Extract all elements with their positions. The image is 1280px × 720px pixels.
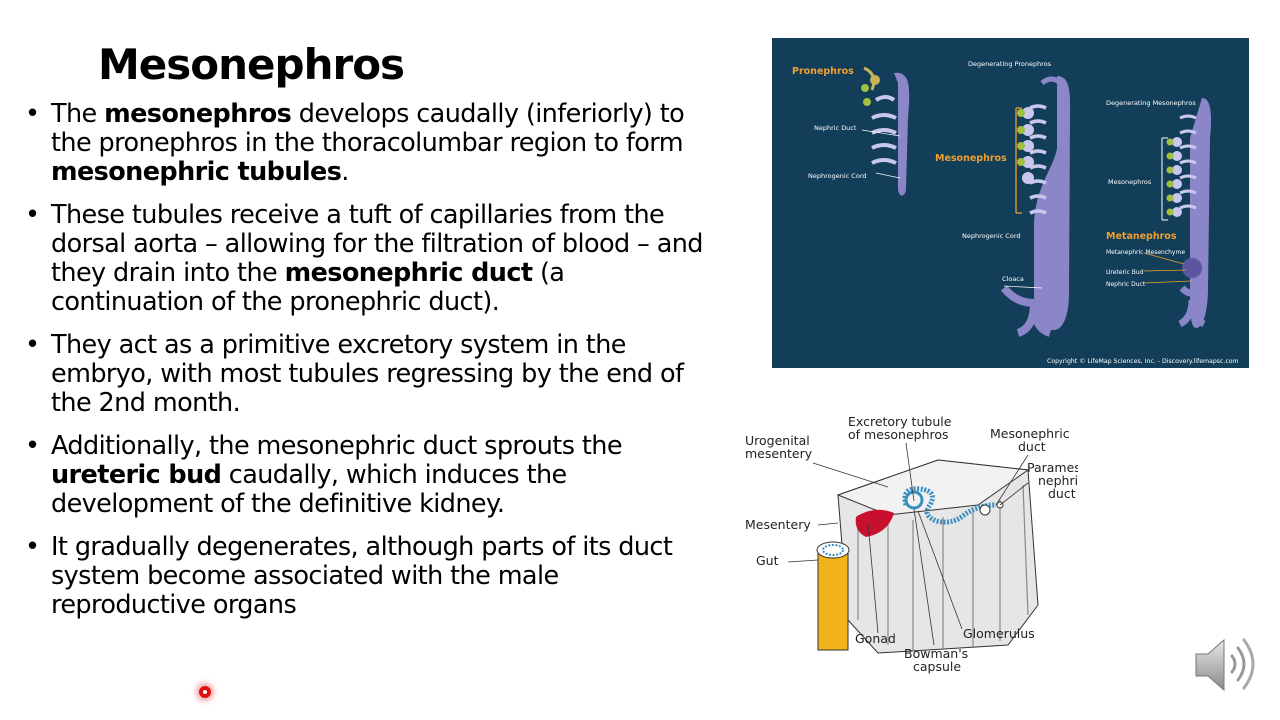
- label-parameso-3: duct: [1048, 486, 1076, 501]
- label-mesonephros-small: Mesonephros: [1108, 178, 1152, 186]
- label-parameso-2: nephric: [1038, 473, 1078, 488]
- bullet-text: They act as a primitive excretory system…: [51, 330, 684, 418]
- bold-term: mesonephros: [104, 99, 292, 129]
- bullet-text: Additionally, the mesonephric duct sprou…: [51, 431, 623, 461]
- pronephros-stage: [861, 66, 910, 196]
- label-mesonephric-duct-2: duct: [1018, 439, 1046, 454]
- figure-copyright: Copyright © LifeMap Sciences, Inc. - Dis…: [1047, 357, 1239, 365]
- label-degenerating-pronephros: Degenerating Pronephros: [968, 60, 1052, 68]
- label-excretory-tubule-2: of mesonephros: [848, 427, 949, 442]
- mesonephros-stage: [1000, 76, 1071, 337]
- bullet-item: These tubules receive a tuft of capillar…: [24, 201, 714, 317]
- label-mesentery: Mesentery: [745, 517, 811, 532]
- bullet-text: (a continuation of the pronephric duct).: [51, 258, 565, 317]
- laser-pointer-icon: [199, 686, 211, 698]
- bullet-text: develops caudally (inferiorly) to the pr…: [51, 99, 685, 158]
- speaker-icon[interactable]: [1192, 632, 1262, 696]
- label-nephrogenic-cord-2: Nephrogenic Cord: [962, 232, 1021, 240]
- label-ureteric-bud: Ureteric Bud: [1106, 269, 1144, 276]
- label-glomerulus: Glomerulus: [963, 626, 1035, 641]
- mesonephros-cross-section-figure: Urogenital mesentery Excretory tubule of…: [738, 405, 1078, 685]
- label-nephrogenic-cord: Nephrogenic Cord: [808, 172, 867, 180]
- label-degenerating-mesonephros: Degenerating Mesonephros: [1106, 99, 1196, 107]
- bullet-text: .: [341, 157, 349, 187]
- label-excretory-tubule-1: Excretory tubule: [848, 414, 952, 429]
- bullet-item: The mesonephros develops caudally (infer…: [24, 100, 714, 187]
- bullet-item: They act as a primitive excretory system…: [24, 331, 714, 418]
- label-nephric-duct: Nephric Duct: [814, 124, 857, 132]
- bullet-text: The: [51, 99, 105, 129]
- bullet-item: It gradually degenerates, although parts…: [24, 533, 714, 620]
- label-urogenital-mesentery-1: Urogenital: [745, 433, 810, 448]
- label-nephric-duct-2: Nephric Duct: [1106, 281, 1146, 288]
- label-gonad: Gonad: [855, 631, 896, 646]
- label-bowmans-capsule-2: capsule: [913, 659, 961, 674]
- bullet-item: Additionally, the mesonephric duct sprou…: [24, 432, 714, 519]
- metanephros-stage: [1143, 98, 1212, 328]
- label-metanephros: Metanephros: [1106, 231, 1177, 242]
- label-parameso-1: Parameso-: [1027, 460, 1078, 475]
- bold-term: mesonephric tubules: [51, 157, 342, 187]
- bullet-list: The mesonephros develops caudally (infer…: [24, 100, 714, 634]
- kidney-development-figure: Pronephros Nephric Duct Nephrogenic Cord…: [772, 38, 1249, 368]
- label-urogenital-mesentery-2: mesentery: [745, 446, 813, 461]
- bold-term: mesonephric duct: [284, 258, 533, 288]
- bullet-text: caudally, which induces the development …: [51, 460, 567, 519]
- label-metanephric-mesenchyme: Metanephric Mesenchyme: [1106, 249, 1185, 256]
- bullet-text: These tubules receive a tuft of capillar…: [51, 200, 703, 288]
- label-pronephros: Pronephros: [792, 66, 854, 77]
- label-mesonephros: Mesonephros: [935, 153, 1007, 164]
- slide-title: Mesonephros: [98, 40, 405, 89]
- label-cloaca: Cloaca: [1002, 275, 1024, 283]
- bullet-text: It gradually degenerates, although parts…: [51, 532, 673, 620]
- label-bowmans-capsule-1: Bowman's: [904, 646, 968, 661]
- label-mesonephric-duct-1: Mesonephric: [990, 426, 1070, 441]
- bold-term: ureteric bud: [51, 460, 222, 490]
- label-gut: Gut: [756, 553, 779, 568]
